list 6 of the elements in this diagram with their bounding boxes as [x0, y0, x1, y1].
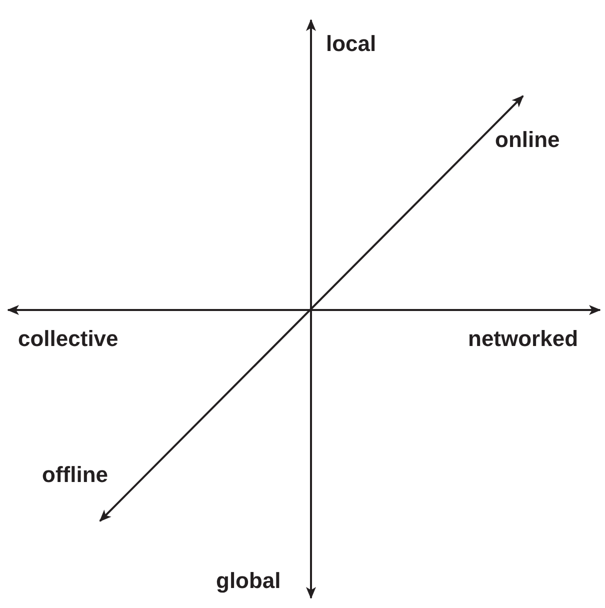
axis-label: local: [326, 32, 376, 56]
axis-label: collective: [18, 327, 118, 351]
axis-label: online: [495, 128, 560, 152]
axis-label: offline: [42, 463, 108, 487]
axis-label: networked: [468, 327, 578, 351]
axis-label: global: [216, 569, 281, 593]
